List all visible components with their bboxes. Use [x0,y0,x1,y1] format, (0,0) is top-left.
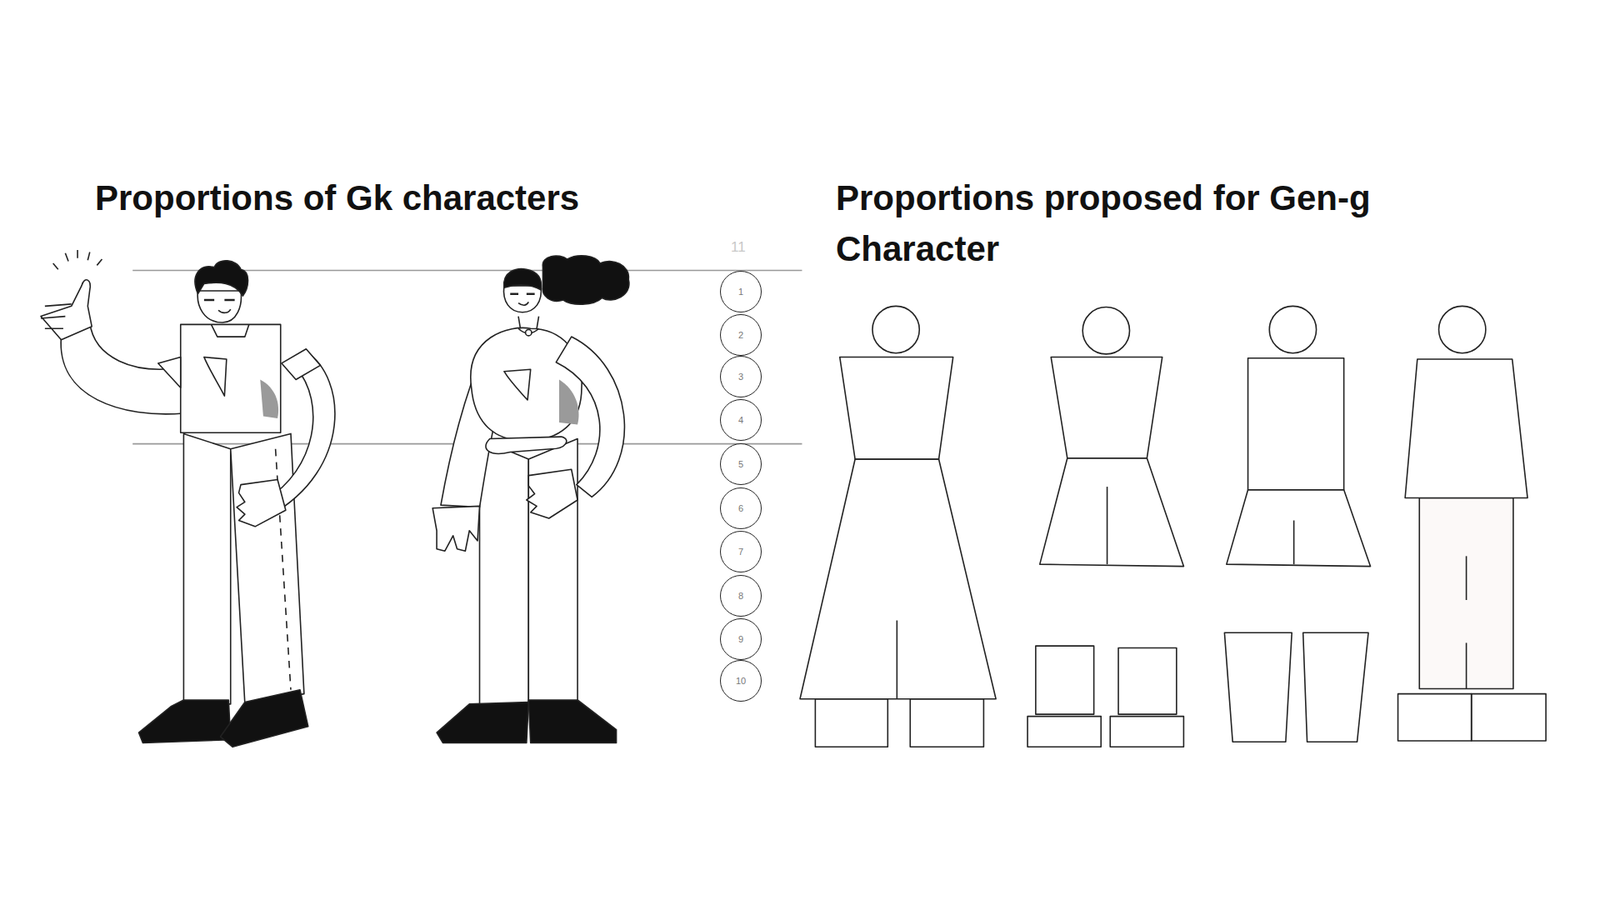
scale-circle: 3 [720,355,762,398]
scale-circle: 5 [720,443,762,485]
scale-circle: 2 [720,314,762,356]
ruler-number: 11 [730,239,746,256]
mannequin-pants [1398,305,1547,741]
circle-number: 7 [738,546,744,557]
circle-number: 8 [738,590,744,601]
scale-circle: 7 [720,530,762,573]
circle-number: 10 [735,675,746,686]
scale-circle: 10 [720,660,762,702]
scale-circle: 8 [720,575,762,617]
scale-circle: 9 [720,618,762,660]
circle-number: 9 [738,634,744,645]
circle-number: 2 [738,330,744,340]
circle-number: 5 [738,459,744,470]
female-figure [432,255,630,744]
circle-number: 4 [738,415,744,425]
heading: Proportions of Gk characters [95,173,580,225]
mannequin-dress [800,305,996,747]
male-figure [40,250,335,747]
circle-number: 6 [738,503,744,514]
circle-number: 3 [738,371,744,382]
heading: Proportions proposed for Gen-g Character [835,173,1520,275]
mannequin-skirt [1027,307,1184,748]
scale-circle: 4 [720,399,762,441]
scale-circle: 1 [720,270,762,313]
circle-number: 1 [738,286,744,297]
mannequin-shorts [1224,305,1370,742]
scale-circle: 6 [720,487,762,530]
